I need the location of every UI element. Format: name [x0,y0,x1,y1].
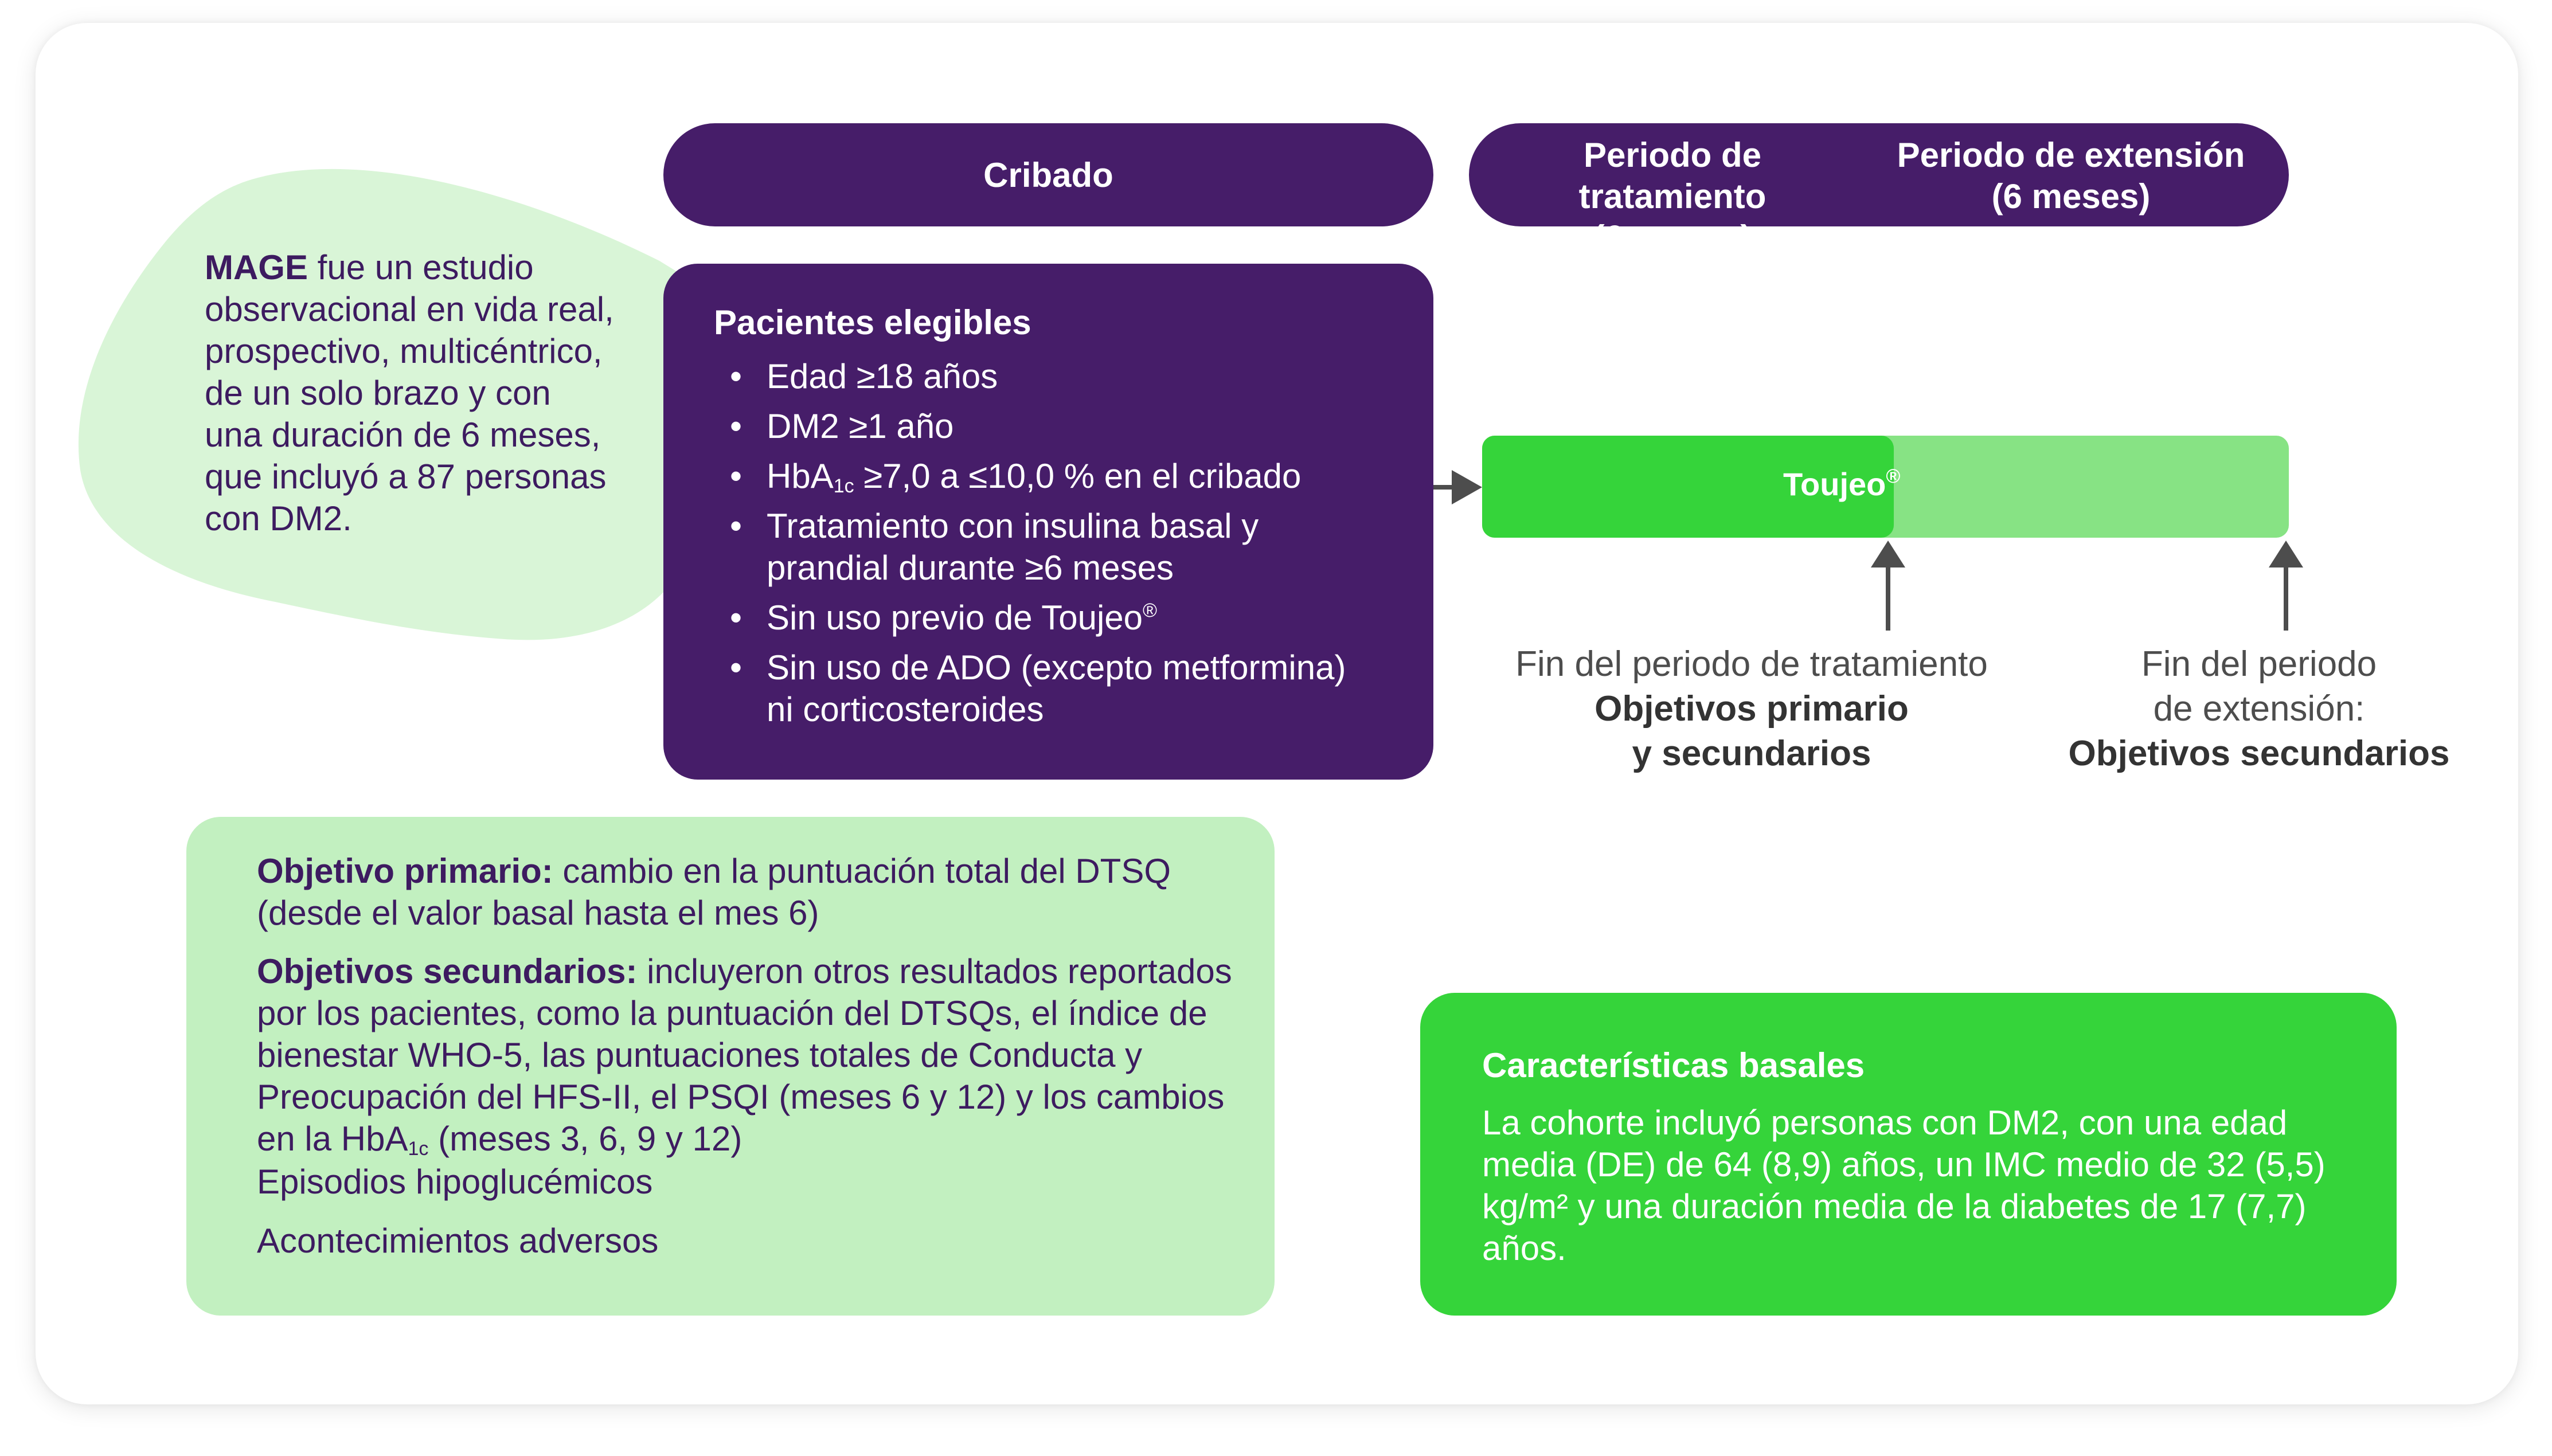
study-name: MAGE [205,248,308,287]
intro-blob-path [78,169,697,640]
primary-objective-label: Objetivo primario: [257,852,553,890]
extension-end-objectives: Objetivos secundarios [2068,734,2450,773]
eligibility-item-no-ado: • Sin uso de ADO (excepto metformina) ni… [714,647,1402,730]
primary-objective: Objetivo primario: cambio en la puntuaci… [257,850,1243,934]
intro-description: fue un estudio observacional en vida rea… [205,248,614,538]
eligibility-list: • Edad ≥18 años • DM2 ≥1 año • HbA1c ≥7,… [714,355,1402,738]
eligibility-item-no-toujeo: • Sin uso previo de Toujeo® [714,597,1402,639]
eligibility-text: Sin uso previo de Toujeo [767,598,1143,637]
registered-mark: ® [1886,465,1901,487]
drug-bar-label: Toujeo® [1783,465,1900,503]
drug-name: Toujeo [1783,466,1886,502]
extension-end-note: Fin del periodo de extensión: Objetivos … [2035,642,2483,776]
treatment-period-bar [1482,436,1894,538]
extension-end-line2: de extensión: [2153,689,2365,729]
extension-period-line1: Periodo de extensión [1897,136,2245,174]
secondary-objectives-text: incluyeron otros resultados reportados p… [257,952,1232,1158]
eligibility-text: Edad ≥18 años [767,357,998,396]
eligible-title: Pacientes elegibles [714,303,1031,342]
treatment-period-line2: (6 meses) [1593,218,1752,257]
bullet-icon: • [730,357,742,396]
eligibility-text-line2: prandial durante ≥6 meses [767,549,1174,587]
eligibility-text-line2: ni corticosteroides [767,690,1044,729]
bullet-icon: • [730,648,742,687]
treatment-end-objectives-1: Objetivos primario [1594,689,1909,729]
extension-end-line1: Fin del periodo [2141,644,2377,684]
extension-period-line2: (6 meses) [1991,177,2151,216]
bullet-icon: • [730,507,742,545]
eligibility-text-line1: Tratamiento con insulina basal y [767,507,1259,545]
bullet-icon: • [730,407,742,445]
treatment-end-objectives-2: y secundarios [1632,734,1871,773]
treatment-period-line1: Periodo de tratamiento [1578,136,1767,216]
arrow-to-treatment-icon [1433,470,1482,504]
eligibility-item-hba1c: • HbA1c ≥7,0 a ≤10,0 % en el cribado [714,455,1402,497]
extension-period-label: Periodo de extensión (6 meses) [1887,135,2254,217]
eligibility-item-dm2: • DM2 ≥1 año [714,405,1402,447]
arrow-up-extension-end-icon [2269,541,2303,631]
eligibility-text-line1: Sin uso de ADO (excepto metformina) [767,648,1346,687]
intro-text: MAGE fue un estudio observacional en vid… [205,246,618,539]
baseline-text: La cohorte incluyó personas con DM2, con… [1482,1103,2326,1267]
eligibility-item-insulin: • Tratamiento con insulina basal y prand… [714,505,1402,589]
periods-pill: Periodo de tratamiento (6 meses) Periodo… [1469,123,2289,257]
screening-label: Cribado [983,155,1113,194]
adverse-events: Acontecimientos adversos [257,1222,659,1260]
treatment-end-line1: Fin del periodo de tratamiento [1515,644,1988,684]
treatment-end-note: Fin del periodo de tratamiento Objetivos… [1479,642,2024,776]
hba1c-criteria: ≥7,0 a ≤10,0 % en el cribado [854,457,1302,495]
intro-blob-shape [78,169,697,640]
secondary-objectives-months: (meses 3, 6, 9 y 12) [428,1120,742,1158]
baseline-characteristics-box: Características basales La cohorte inclu… [1420,993,2397,1316]
eligibility-item-age: • Edad ≥18 años [714,355,1402,397]
arrow-up-treatment-end-icon [1871,541,1905,631]
bullet-icon: • [730,598,742,637]
hba1c-subscript: 1c [408,1138,429,1160]
eligibility-text: DM2 ≥1 año [767,407,954,445]
primary-objective-text: cambio en la puntuación total del DTSQ (… [257,852,1171,932]
secondary-objectives: Objetivos secundarios: incluyeron otros … [257,950,1243,1160]
bullet-icon: • [730,457,742,495]
hba1c-prefix: HbA [767,457,834,495]
objectives-box: Objetivo primario: cambio en la puntuaci… [186,817,1275,1316]
baseline-title: Características basales [1482,1046,1865,1085]
registered-mark: ® [1143,600,1158,621]
treatment-period-label: Periodo de tratamiento (6 meses) [1500,135,1844,259]
eligible-patients-box: Pacientes elegibles • Edad ≥18 años • DM… [663,264,1433,780]
secondary-objectives-label: Objetivos secundarios: [257,952,638,991]
hba1c-subscript: 1c [833,475,854,497]
hypoglycemic-episodes: Episodios hipoglucémicos [257,1163,653,1201]
screening-pill: Cribado [663,123,1433,226]
